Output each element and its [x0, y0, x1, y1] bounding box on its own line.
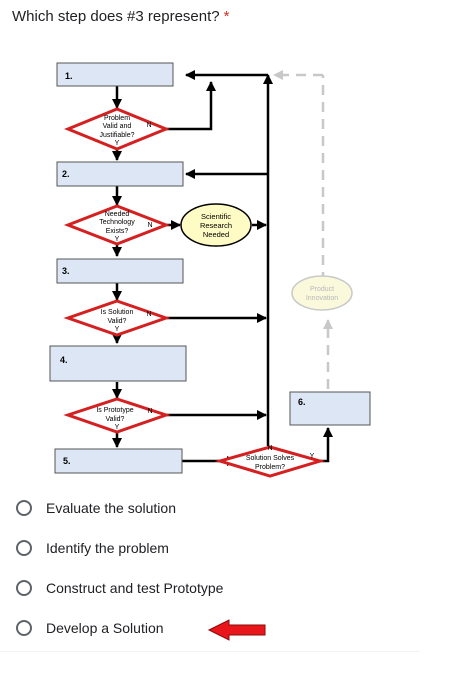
- question-text: Which step does #3 represent?: [12, 8, 220, 25]
- divider: [0, 651, 420, 652]
- red-arrow-icon: [207, 619, 266, 641]
- step-3-number: 3.: [62, 266, 70, 276]
- decision-5-no: N: [267, 445, 272, 452]
- step-1-number: 1.: [65, 71, 73, 81]
- step-3-box: [56, 258, 184, 284]
- decision-5-line-2: Problem?: [255, 464, 285, 471]
- question-title: Which step does #3 represent?*: [12, 8, 229, 25]
- research-line-1: Scientific: [201, 212, 231, 221]
- option-label: Develop a Solution: [46, 620, 164, 636]
- decision-2-diamond: [63, 204, 171, 246]
- research-line-2: Research: [200, 221, 232, 230]
- step-6-box: [289, 391, 371, 426]
- innovation-path: [273, 70, 333, 389]
- decision-2-line-3: Exists?: [106, 228, 129, 235]
- option-label: Construct and test Prototype: [46, 580, 224, 596]
- option-label: Identify the problem: [46, 540, 169, 556]
- innovation-line-2: Innovation: [306, 295, 338, 302]
- decision-5-diamond: [214, 445, 326, 478]
- decision-2-line-1: Needed: [105, 211, 130, 218]
- option-develop-solution[interactable]: Develop a Solution: [16, 613, 316, 643]
- decision-1-line-2: Valid and: [103, 123, 132, 130]
- decision-5-line-1: Solution Solves: [246, 455, 295, 462]
- decision-5-yes: Y: [310, 453, 315, 460]
- option-evaluate-solution[interactable]: Evaluate the solution: [16, 493, 316, 523]
- radio-button[interactable]: [16, 540, 32, 556]
- connector-d1-no: [165, 81, 216, 131]
- decision-2-no: N: [147, 222, 152, 229]
- step-1-box: [56, 62, 174, 87]
- innovation-line-1: Product: [310, 286, 334, 293]
- decision-2-yes: Y: [115, 236, 120, 243]
- option-construct-test-prototype[interactable]: Construct and test Prototype: [16, 573, 316, 603]
- research-oval: [180, 203, 252, 247]
- decision-1-line-3: Justifiable?: [99, 132, 134, 139]
- option-identify-problem[interactable]: Identify the problem: [16, 533, 316, 563]
- step-6-number: 6.: [298, 397, 306, 407]
- decision-2-line-2: Technology: [99, 219, 135, 226]
- decision-diamonds: [63, 107, 326, 478]
- decision-4-yes: Y: [115, 424, 120, 431]
- decision-1-line-1: Problem: [104, 115, 130, 122]
- decision-3-no: N: [146, 311, 151, 318]
- decision-3-line-1: Is Solution: [101, 309, 134, 316]
- step-2-box: [56, 161, 184, 187]
- research-line-3: Needed: [203, 230, 229, 239]
- radio-button[interactable]: [16, 620, 32, 636]
- flowchart-diagram: 1. 2. 3. 4. 5. 6. Problem Valid and Just…: [49, 62, 371, 478]
- decision-4-line-1: Is Prototype: [96, 407, 133, 414]
- option-label: Evaluate the solution: [46, 500, 176, 516]
- decision-3-diamond: [63, 299, 171, 337]
- radio-button[interactable]: [16, 580, 32, 596]
- step-4-number: 4.: [60, 355, 68, 365]
- required-mark: *: [223, 8, 230, 25]
- step-boxes: [49, 62, 371, 474]
- step-2-number: 2.: [62, 169, 70, 179]
- decision-4-diamond: [63, 397, 171, 434]
- step-5-box: [54, 448, 183, 474]
- radio-button[interactable]: [16, 500, 32, 516]
- decision-1-diamond: [64, 107, 170, 151]
- decision-1-yes: Y: [115, 140, 120, 147]
- innovation-oval: [291, 275, 353, 311]
- decision-4-line-2: Valid?: [106, 416, 125, 423]
- decision-1-no: N: [146, 122, 151, 129]
- step-5-number: 5.: [63, 456, 71, 466]
- connector-d5-yes: [320, 427, 333, 463]
- step-4-box: [49, 345, 187, 382]
- decision-4-no: N: [147, 408, 152, 415]
- decision-3-line-2: Valid?: [108, 318, 127, 325]
- decision-3-yes: Y: [115, 326, 120, 333]
